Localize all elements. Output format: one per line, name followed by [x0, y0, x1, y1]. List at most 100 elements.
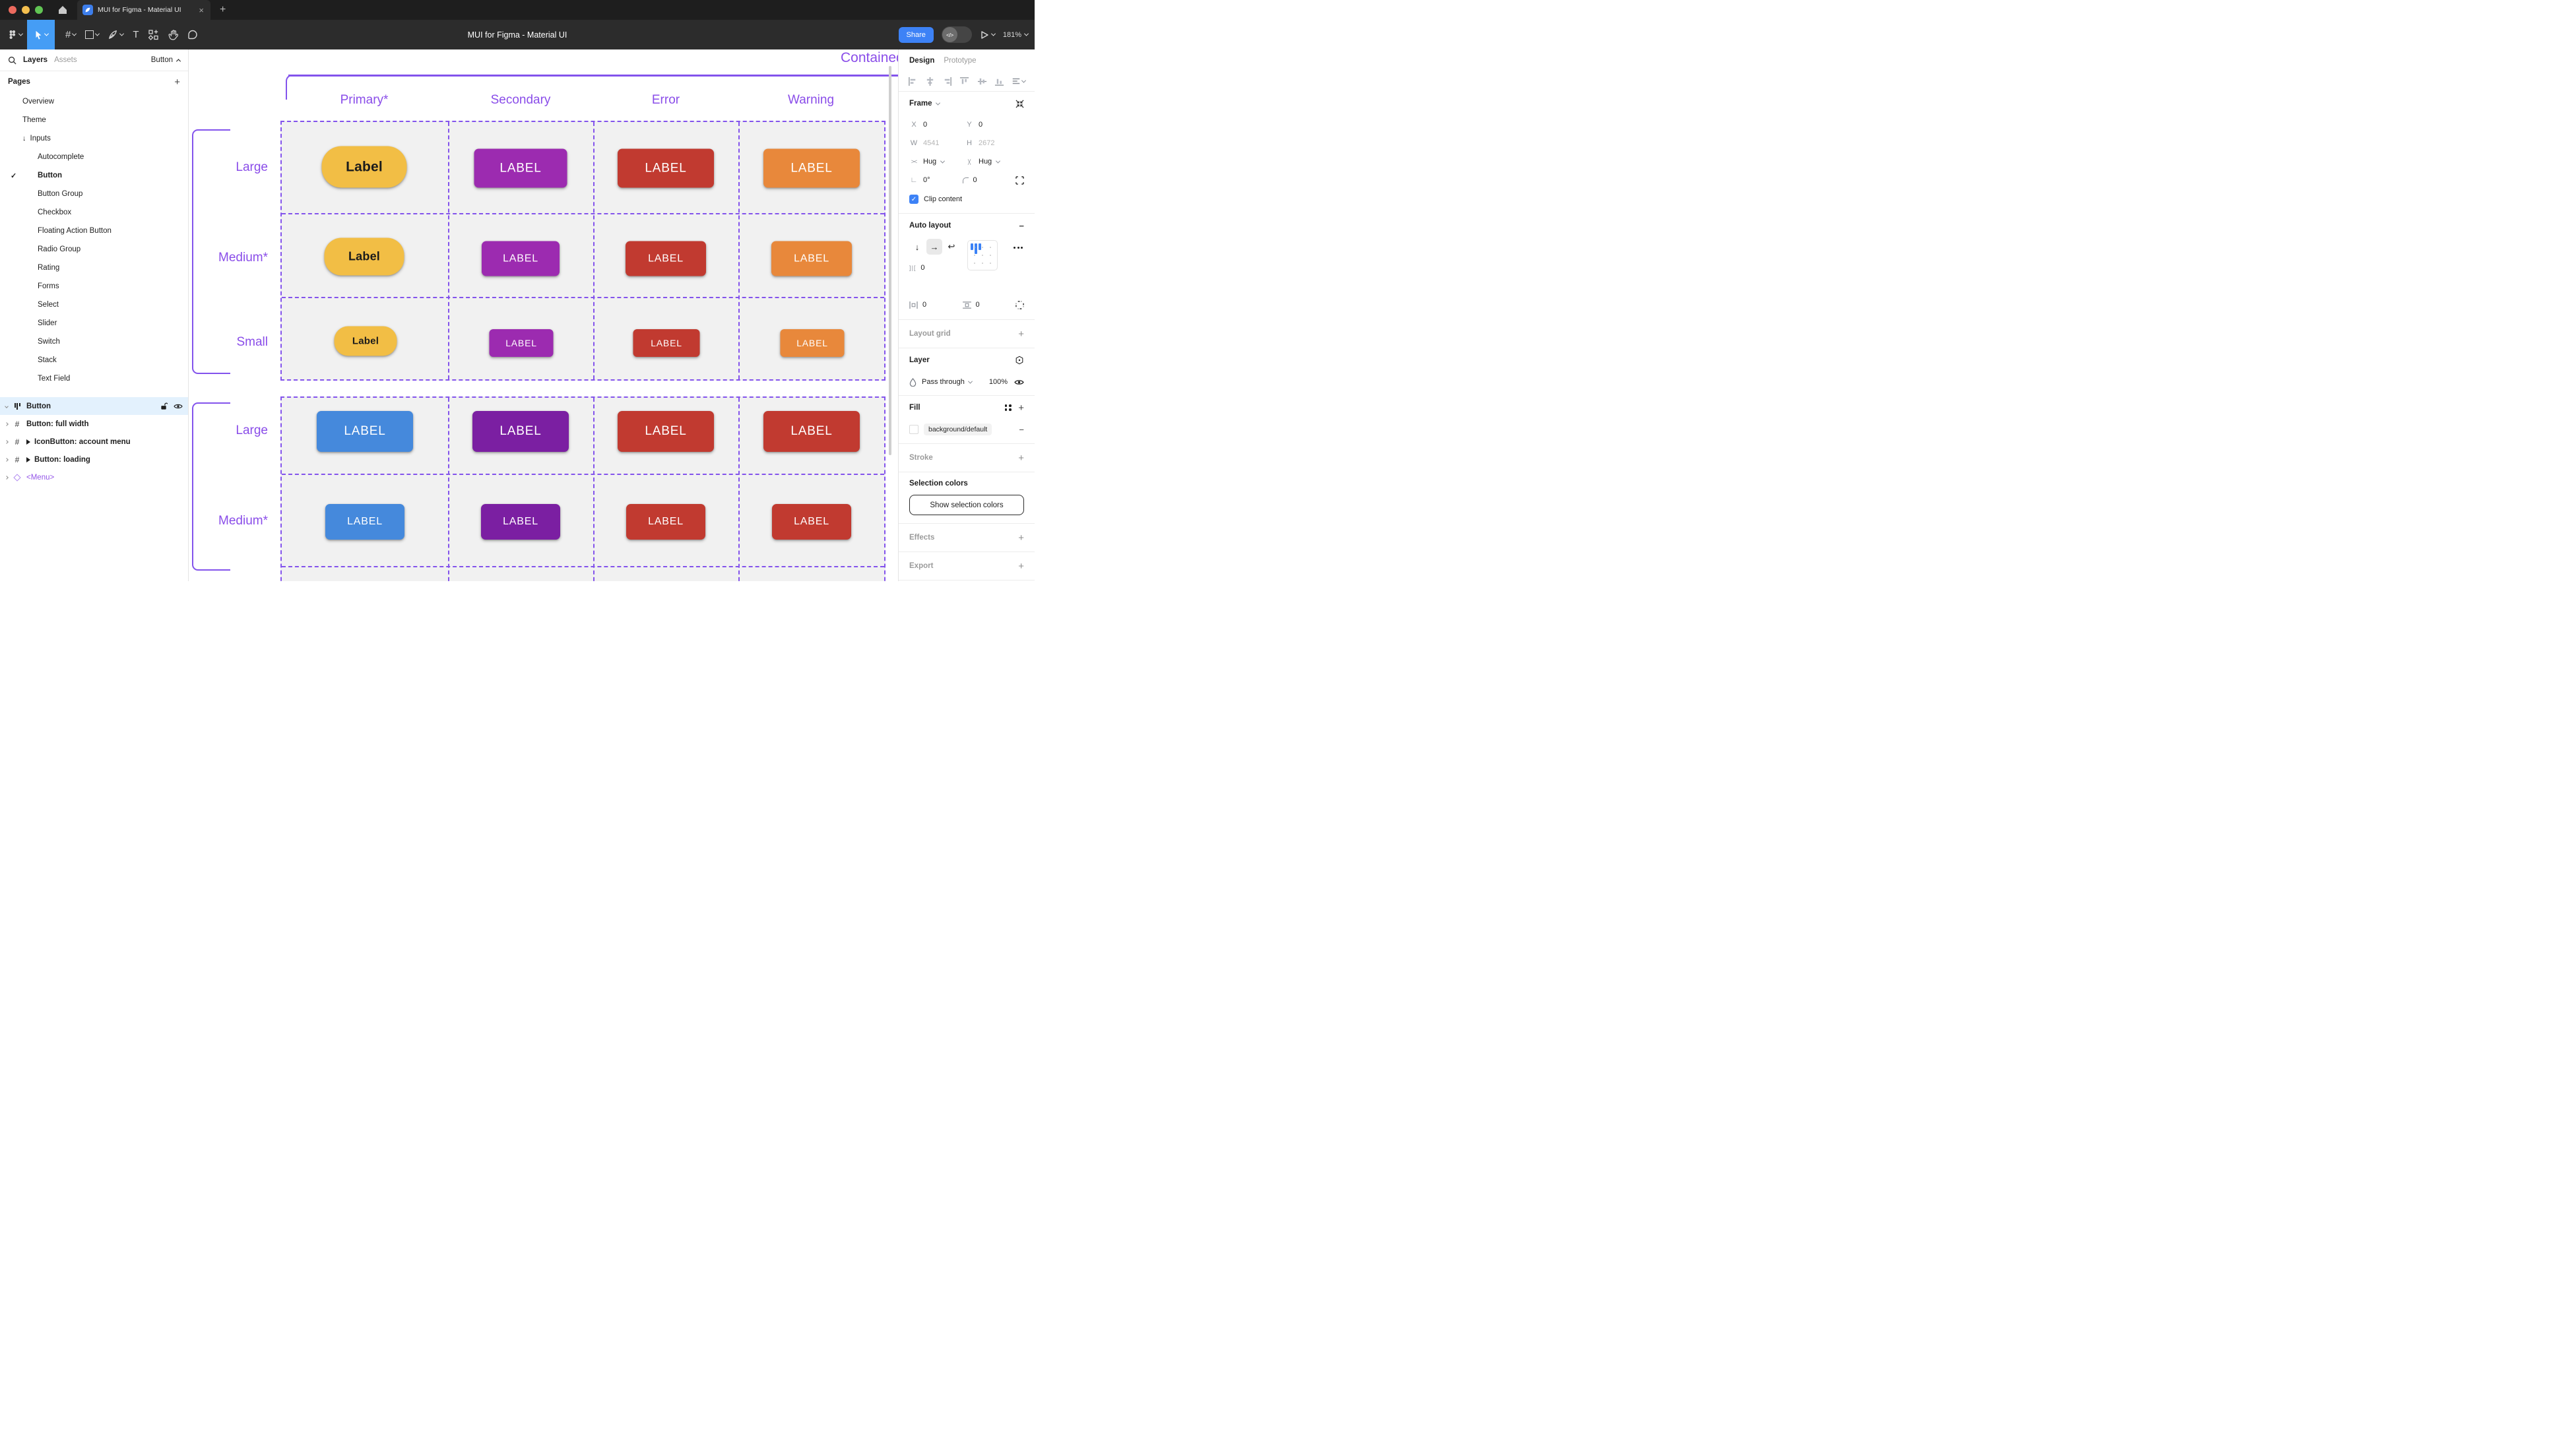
- expand-caret-icon[interactable]: [5, 457, 9, 462]
- page-item-stack[interactable]: Stack: [38, 356, 57, 364]
- align-vertical-center-icon[interactable]: [977, 77, 987, 86]
- button-contained-primary-medium[interactable]: Label: [324, 237, 404, 276]
- dev-mode-toggle[interactable]: </>: [941, 26, 972, 43]
- page-item-fab[interactable]: Floating Action Button: [38, 227, 112, 235]
- hand-tool-button[interactable]: [164, 20, 183, 49]
- tab-design[interactable]: Design: [909, 56, 935, 65]
- button-contained-secondary-medium[interactable]: LABEL: [482, 241, 560, 276]
- present-button[interactable]: [980, 30, 996, 40]
- canvas-scrollbar[interactable]: [889, 66, 891, 455]
- close-window-button[interactable]: [9, 6, 16, 14]
- page-item-theme[interactable]: Theme: [22, 116, 46, 124]
- blend-mode-icon[interactable]: [909, 377, 917, 387]
- fill-token-chip[interactable]: background/default: [924, 424, 992, 435]
- column-header-primary[interactable]: Primary*: [340, 93, 389, 107]
- expand-caret-icon[interactable]: [5, 439, 9, 444]
- align-left-icon[interactable]: [908, 77, 918, 86]
- remove-fill-button[interactable]: −: [1019, 424, 1024, 435]
- opacity-field[interactable]: 100%: [988, 378, 1008, 386]
- button-contained-error-medium[interactable]: LABEL: [626, 241, 706, 276]
- button-contained-primary-small[interactable]: Label: [334, 326, 397, 356]
- collapse-icon[interactable]: [1015, 100, 1024, 108]
- button-contained-primary-large[interactable]: Label: [321, 146, 407, 188]
- comment-tool-button[interactable]: [183, 20, 203, 49]
- tab-layers[interactable]: Layers: [23, 56, 48, 64]
- tab-assets[interactable]: Assets: [54, 56, 77, 64]
- page-item-inputs[interactable]: ↓Inputs: [22, 135, 51, 142]
- styles-icon[interactable]: [1004, 404, 1012, 411]
- add-export-button[interactable]: +: [1018, 560, 1024, 572]
- blend-variable-icon[interactable]: [1015, 356, 1024, 365]
- page-item-switch[interactable]: Switch: [38, 338, 60, 346]
- add-fill-button[interactable]: +: [1018, 402, 1024, 414]
- add-effect-button[interactable]: +: [1018, 532, 1024, 544]
- remove-auto-layout-button[interactable]: −: [1019, 220, 1024, 231]
- direction-wrap-button[interactable]: ↩: [948, 241, 955, 251]
- fill-color-swatch[interactable]: [909, 425, 918, 434]
- blend-mode-dropdown[interactable]: Pass through: [922, 378, 965, 386]
- new-tab-button[interactable]: +: [220, 4, 226, 15]
- vertical-sizing-dropdown[interactable]: ><Hug: [965, 158, 1020, 166]
- row-label-medium-2[interactable]: Medium*: [218, 514, 268, 528]
- canvas[interactable]: Contained Primary* Secondary Error Warni…: [189, 49, 898, 581]
- zoom-window-button[interactable]: [35, 6, 43, 14]
- independent-padding-button[interactable]: [1015, 300, 1024, 309]
- page-item-button-group[interactable]: Button Group: [38, 190, 83, 198]
- gap-field[interactable]: ]|[0: [909, 264, 925, 272]
- button-contained-secondary-large-2[interactable]: LABEL: [472, 411, 569, 452]
- page-item-rating[interactable]: Rating: [38, 264, 60, 272]
- canvas-frame-title[interactable]: Contained: [841, 50, 898, 65]
- shape-tool-button[interactable]: [80, 20, 104, 49]
- row-label-small[interactable]: Small: [236, 335, 268, 349]
- button-contained-warning-medium-2[interactable]: LABEL: [772, 504, 851, 540]
- pen-tool-button[interactable]: [104, 20, 128, 49]
- button-contained-warning-small[interactable]: LABEL: [780, 329, 845, 357]
- button-contained-secondary-medium-2[interactable]: LABEL: [481, 504, 560, 540]
- page-item-slider[interactable]: Slider: [38, 319, 57, 327]
- button-contained-error-medium-2[interactable]: LABEL: [626, 504, 705, 540]
- search-icon[interactable]: [8, 56, 16, 65]
- home-icon[interactable]: [57, 5, 68, 15]
- button-contained-secondary-large[interactable]: LABEL: [474, 148, 567, 188]
- horizontal-padding-field[interactable]: 0: [909, 301, 963, 309]
- button-contained-warning-large-2[interactable]: LABEL: [763, 411, 860, 452]
- button-contained-secondary-small[interactable]: LABEL: [489, 329, 554, 357]
- page-item-select[interactable]: Select: [38, 301, 59, 309]
- page-item-forms[interactable]: Forms: [38, 282, 59, 290]
- zoom-menu[interactable]: 181%: [1003, 31, 1029, 39]
- distribute-menu-button[interactable]: [1012, 77, 1026, 86]
- auto-layout-options-button[interactable]: [1014, 247, 1023, 249]
- button-contained-error-small[interactable]: LABEL: [633, 329, 700, 357]
- page-item-overview[interactable]: Overview: [22, 98, 54, 106]
- layer-row-iconbutton-account-menu[interactable]: # IconButton: account menu: [0, 433, 188, 451]
- layer-row-button-full-width[interactable]: # Button: full width: [0, 415, 188, 433]
- corner-radius-field[interactable]: 0: [962, 176, 1016, 184]
- add-page-button[interactable]: +: [174, 76, 180, 88]
- page-item-text-field[interactable]: Text Field: [38, 375, 71, 383]
- button-contained-primary-medium-2[interactable]: LABEL: [325, 504, 404, 540]
- show-selection-colors-button[interactable]: Show selection colors: [909, 495, 1024, 515]
- layer-row-button-loading[interactable]: # Button: loading: [0, 451, 188, 468]
- expand-caret-icon[interactable]: [5, 422, 9, 426]
- row-label-large[interactable]: Large: [236, 160, 268, 174]
- row-label-large-2[interactable]: Large: [236, 424, 268, 437]
- frame-section-title[interactable]: Frame: [909, 100, 932, 108]
- visibility-icon[interactable]: [1014, 379, 1024, 386]
- align-bottom-icon[interactable]: [994, 77, 1004, 86]
- vertical-padding-field[interactable]: 0: [962, 301, 1016, 309]
- move-tool-button[interactable]: [27, 20, 55, 49]
- direction-right-button[interactable]: →: [926, 239, 942, 255]
- page-item-checkbox[interactable]: Checkbox: [38, 208, 72, 216]
- resources-tool-button[interactable]: [144, 20, 164, 49]
- column-header-error[interactable]: Error: [651, 93, 680, 107]
- frame-tool-button[interactable]: #: [61, 20, 80, 49]
- direction-down-button[interactable]: ↓: [915, 241, 920, 252]
- button-contained-error-large-2[interactable]: LABEL: [618, 411, 714, 452]
- rotation-field[interactable]: ∟0°: [910, 176, 930, 184]
- clip-content-checkbox[interactable]: ✓: [909, 195, 918, 204]
- page-selector[interactable]: Button: [151, 56, 181, 64]
- expand-caret-icon[interactable]: [5, 475, 9, 480]
- column-header-warning[interactable]: Warning: [787, 93, 835, 107]
